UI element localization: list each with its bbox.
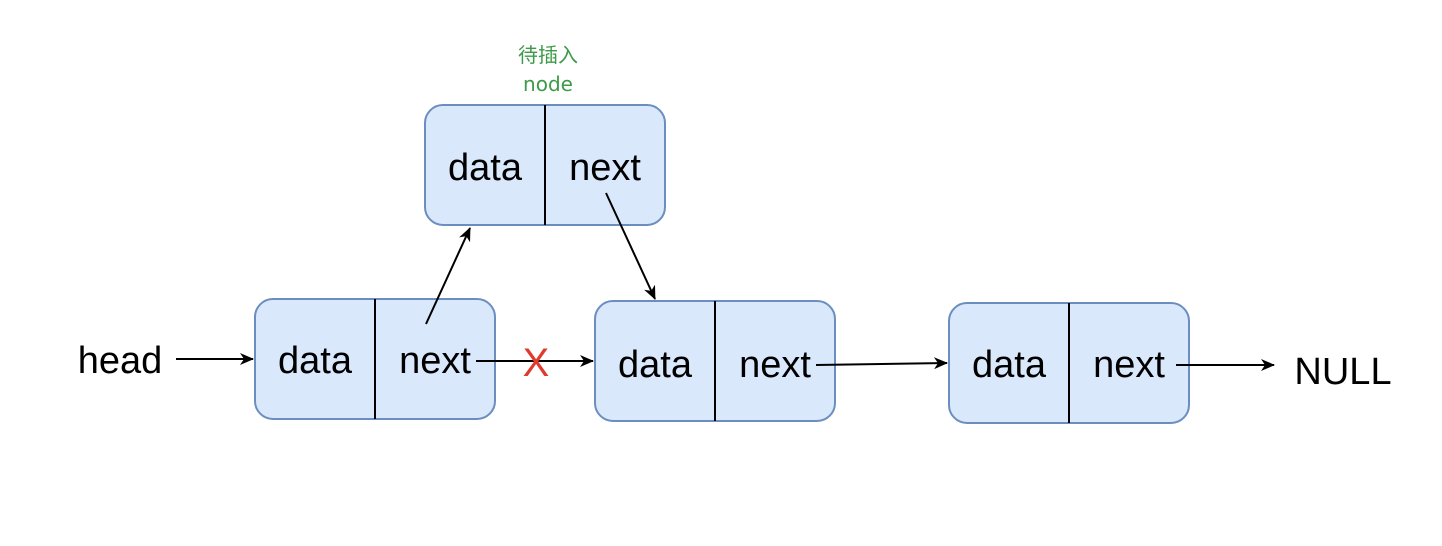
list-node-2-next-field: next: [739, 344, 811, 386]
annotation-label-line1: 待插入: [518, 43, 578, 67]
list-node-2: data next: [594, 300, 836, 422]
head-label: head: [78, 340, 163, 382]
list-node-2-data-field: data: [618, 344, 693, 386]
list-node-3-next-field: next: [1093, 344, 1165, 386]
list-node-1-data-field: data: [278, 340, 353, 382]
list-node-1: data next: [254, 298, 496, 420]
null-label: NULL: [1294, 351, 1391, 393]
inserted-node: data next: [424, 104, 666, 226]
inserted-node-next-field: next: [569, 147, 641, 189]
node1-to-inserted-arrow: [425, 227, 471, 325]
broken-link-cross-mark: X: [523, 341, 550, 385]
node2-to-node3-arrow: [815, 357, 948, 370]
inserted-node-data-field: data: [448, 147, 523, 189]
annotation-label-line2: node: [523, 72, 573, 96]
list-node-3: data next: [948, 302, 1190, 424]
inserted-to-node2-arrow: [605, 192, 656, 300]
list-node-3-data-field: data: [972, 344, 1047, 386]
list-node-1-next-field: next: [399, 340, 471, 382]
